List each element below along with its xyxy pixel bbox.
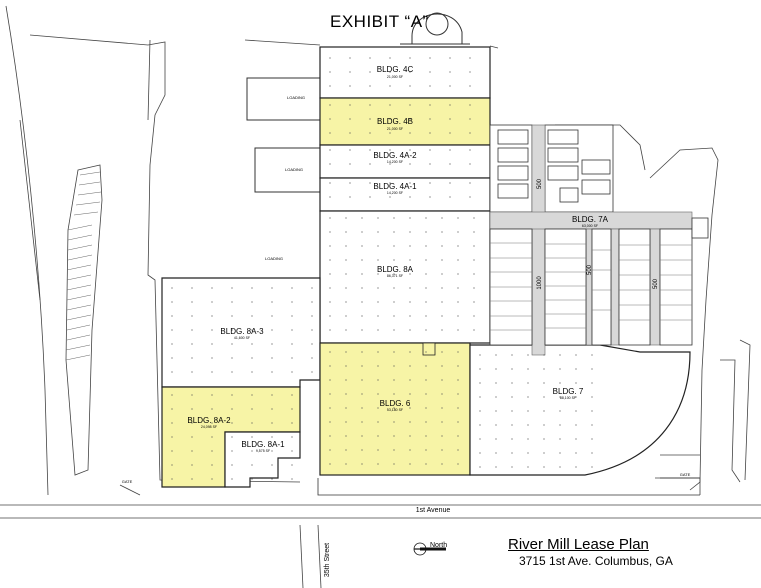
site-labels: LOADING LOADING LOADING GATE GATE bbox=[122, 95, 691, 484]
bldg-4c-area: 21,000 SF bbox=[387, 75, 403, 79]
loading-label: LOADING bbox=[285, 167, 303, 172]
bldg-7-area: 88,100 SF bbox=[560, 396, 576, 400]
bldg-7a-area: 63,000 SF bbox=[582, 224, 598, 228]
bldg-7 bbox=[469, 344, 691, 476]
north-label: North bbox=[430, 542, 448, 549]
bldg-6-area: 53,180 SF bbox=[387, 408, 403, 412]
corridors bbox=[489, 124, 693, 356]
bldg-8a-2-area: 24,098 SF bbox=[201, 425, 217, 429]
corridor-label: 500 bbox=[537, 178, 543, 189]
bldg-4a-1-name: BLDG. 4A-1 bbox=[373, 182, 417, 191]
bldg-8a bbox=[319, 210, 491, 344]
column-grid bbox=[171, 57, 593, 480]
avenue-label: 1st Avenue bbox=[416, 507, 451, 514]
bldg-4a-2-name: BLDG. 4A-2 bbox=[373, 151, 417, 160]
bldg-4c bbox=[319, 46, 491, 99]
bldg-7a-partitions bbox=[490, 242, 692, 331]
bldg-8a-3-area: 41,600 SF bbox=[234, 336, 250, 340]
legend-address: 3715 1st Ave. Columbus, GA bbox=[519, 554, 673, 568]
building-labels: BLDG. 4C 21,000 SF BLDG. 4B 21,000 SF BL… bbox=[187, 65, 608, 453]
corridor-label: 500 bbox=[587, 264, 593, 275]
bldg-7-name: BLDG. 7 bbox=[553, 387, 584, 396]
bldg-8a-1-area: 9,575 SF bbox=[256, 449, 270, 453]
loading-label: LOADING bbox=[287, 95, 305, 100]
gate-label: GATE bbox=[680, 472, 691, 477]
loading-docks bbox=[246, 77, 321, 193]
corridor-labels: 500 1000 500 500 bbox=[537, 178, 659, 289]
bldg-4c-name: BLDG. 4C bbox=[377, 65, 414, 74]
bldg-4b-name: BLDG. 4B bbox=[377, 117, 413, 126]
bldg-4a-1-area: 14,200 SF bbox=[387, 191, 403, 195]
bldg-8a-1 bbox=[224, 431, 301, 488]
north-arrow-icon bbox=[413, 542, 446, 556]
parking-stalls bbox=[65, 171, 102, 361]
bldg-6 bbox=[319, 342, 471, 476]
legend-title: River Mill Lease Plan bbox=[508, 536, 649, 553]
street-label: 35th Street bbox=[324, 543, 331, 577]
corridor-label: 500 bbox=[653, 278, 659, 289]
round-structure bbox=[400, 12, 470, 45]
loading-label: LOADING bbox=[265, 256, 283, 261]
storage-units-north bbox=[489, 124, 614, 213]
site-fence bbox=[317, 477, 700, 496]
exhibit-title: EXHIBIT “A” bbox=[330, 12, 429, 31]
gate-label: GATE bbox=[122, 479, 133, 484]
corridor-label: 1000 bbox=[537, 276, 543, 290]
bldg-8a-2-name: BLDG. 8A-2 bbox=[187, 416, 231, 425]
bldg-7a-name: BLDG. 7A bbox=[572, 215, 609, 224]
bldg-8a-3-name: BLDG. 8A-3 bbox=[220, 327, 264, 336]
bldg-8a-area: 86,371 SF bbox=[387, 274, 403, 278]
bldg-8a-1-name: BLDG. 8A-1 bbox=[241, 440, 285, 449]
bldg-8a-name: BLDG. 8A bbox=[377, 265, 414, 274]
bldg-4a-2 bbox=[319, 144, 491, 179]
bldg-6-name: BLDG. 6 bbox=[380, 399, 411, 408]
bldg-4b-area: 21,000 SF bbox=[387, 127, 403, 131]
bldg-6-notch bbox=[422, 342, 436, 356]
bldg-7a bbox=[489, 217, 709, 346]
bldg-4a-2-area: 14,200 SF bbox=[387, 160, 403, 164]
bldg-4b bbox=[319, 97, 491, 146]
